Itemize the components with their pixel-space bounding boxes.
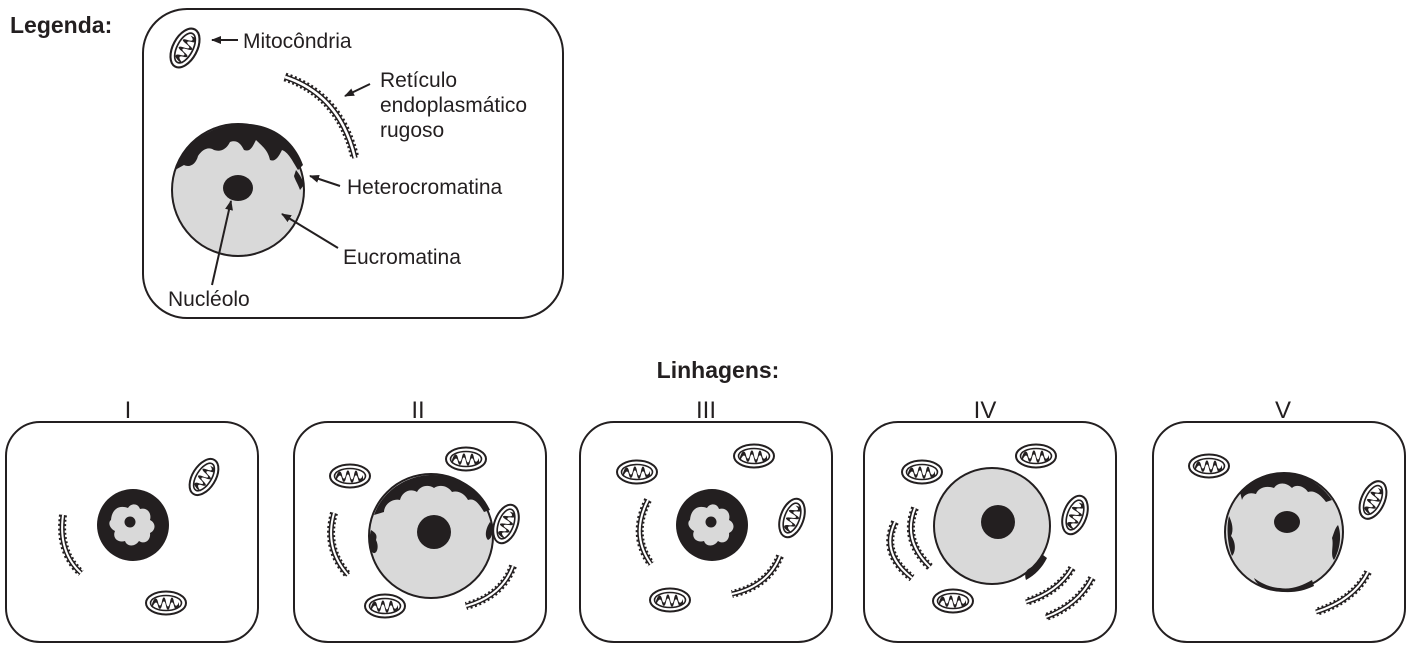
nucleolus-label: Nucléolo: [168, 288, 250, 311]
rer-segment: [635, 498, 655, 567]
rer-segment: [464, 564, 517, 610]
rer-segment: [1044, 576, 1096, 621]
lineage-cell-2: II: [293, 397, 547, 643]
legend-heading: Legenda:: [10, 12, 112, 38]
lineage-numeral: V: [1275, 397, 1291, 424]
heterochromatin-arrow: [309, 175, 341, 187]
rer-segment: [327, 511, 352, 578]
rer-segment: [1314, 570, 1372, 616]
nucleolus-arrow: [211, 200, 233, 286]
lineages-heading: Linhagens:: [657, 357, 780, 383]
rer-segment: [886, 520, 915, 582]
mitochondria-label: Mitocôndria: [243, 30, 352, 53]
mitochondrion: [1015, 443, 1057, 469]
rer-label-line1: Retículo: [380, 69, 457, 92]
euchromatin-arrow: [281, 213, 339, 249]
mitochondrion: [445, 446, 487, 472]
lineage-cell-4: IV: [863, 397, 1117, 643]
lineage-numeral: III: [696, 397, 716, 424]
legend-panel: Legenda: Mitocôndria Retículo endoplasmá…: [10, 8, 564, 319]
euchromatin-label: Eucromatina: [343, 246, 461, 269]
lineage-cell-1: I: [5, 397, 259, 643]
rer-label-line2: endoplasmático: [380, 94, 527, 117]
mitochondrion: [901, 459, 943, 485]
lineage-numeral: IV: [974, 397, 997, 424]
mitochondrion: [649, 587, 691, 613]
mitochondrion: [733, 443, 775, 469]
rer-label-line3: rugoso: [380, 119, 444, 142]
mitochondrion: [1188, 453, 1230, 479]
nucleus: [933, 467, 1051, 585]
nucleus: [368, 473, 494, 599]
legend-rer-icon: [283, 72, 360, 160]
rer-arrow: [344, 83, 371, 97]
mitochondrion: [932, 588, 974, 614]
rer-segment: [58, 514, 84, 576]
nucleus: [1224, 472, 1344, 593]
lineage-cell-5: V: [1152, 397, 1406, 643]
rer-segment: [1024, 565, 1076, 606]
heterochromatin-label: Heterocromatina: [347, 176, 503, 199]
lineage-numeral: II: [411, 397, 424, 424]
legend-nucleus-icon: [171, 123, 305, 257]
mitochondrion: [616, 459, 658, 485]
mitochondrion: [145, 590, 187, 616]
rer-segment: [906, 506, 933, 570]
lineage-cell-3: III: [579, 397, 833, 643]
mitochondrion: [364, 593, 406, 619]
nucleus: [676, 489, 748, 561]
lineage-numeral: I: [125, 397, 132, 424]
mitochondrion: [329, 463, 371, 489]
rer-segment: [731, 554, 784, 598]
nucleus: [97, 489, 169, 561]
